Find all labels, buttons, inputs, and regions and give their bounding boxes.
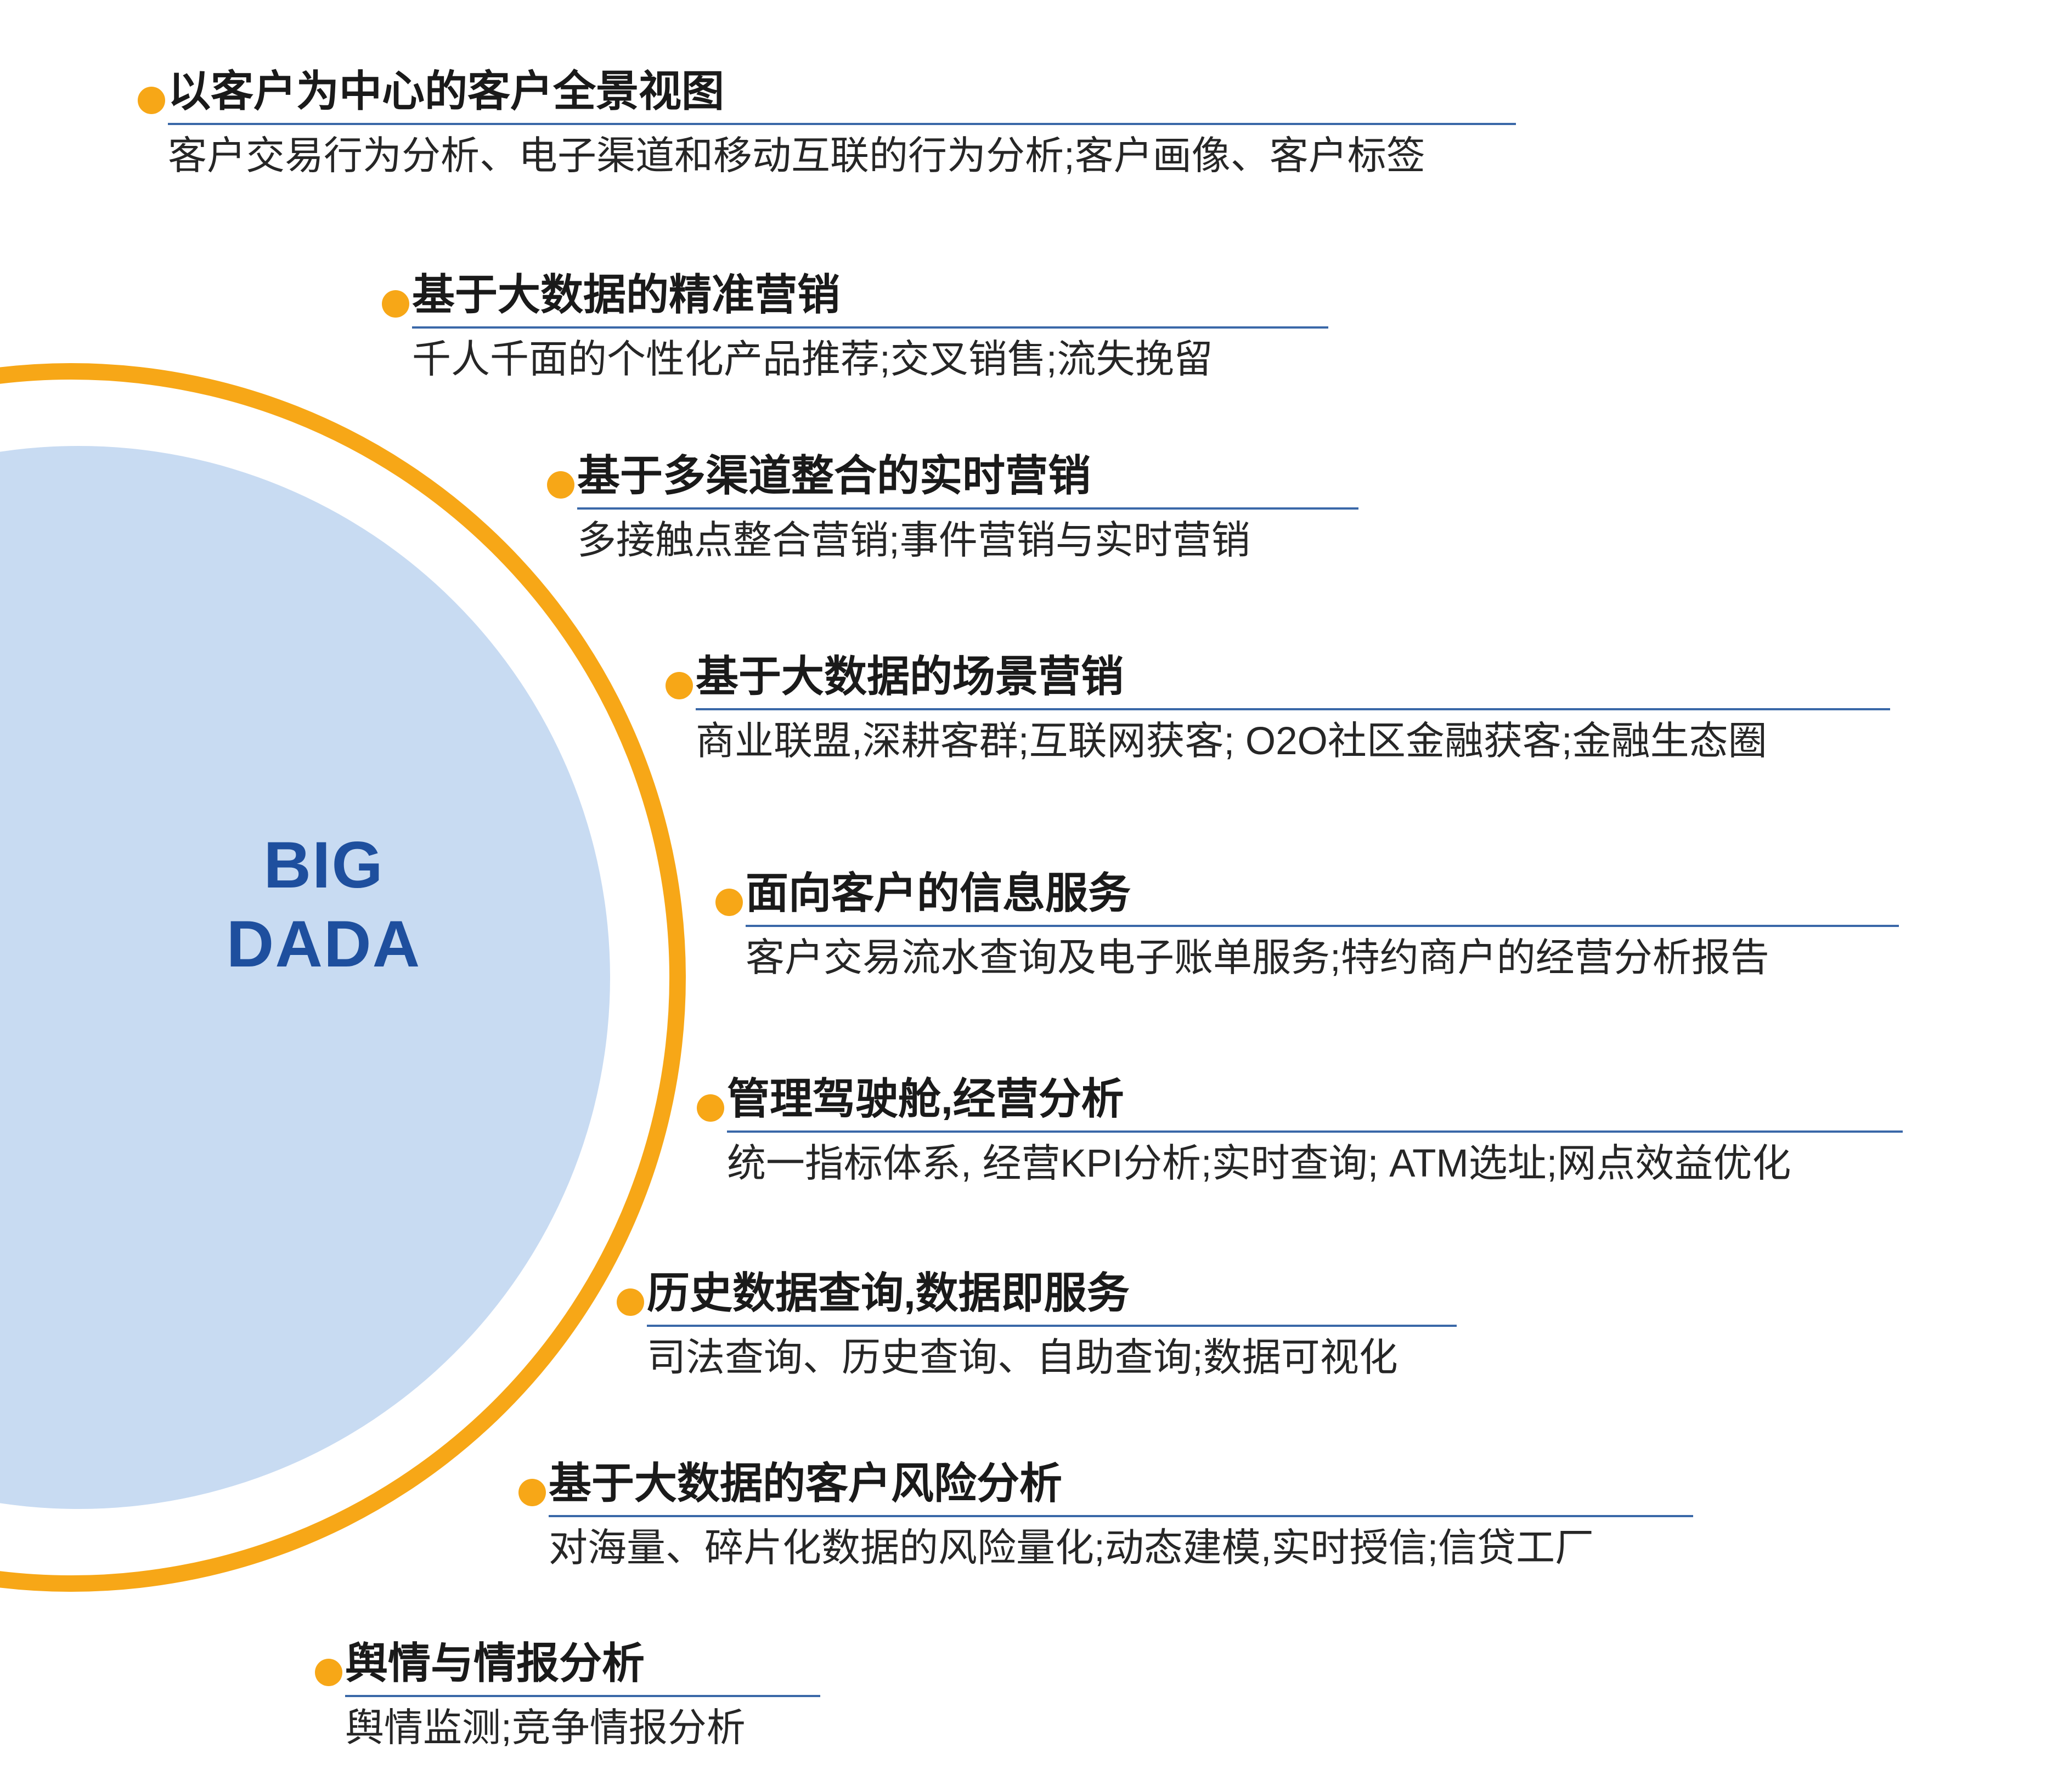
title-underline: 基于大数据的客户风险分析 bbox=[549, 1460, 1693, 1517]
bullet-icon bbox=[547, 471, 574, 499]
title-underline: 舆情与情报分析 bbox=[345, 1640, 820, 1697]
item-title: 以客户为中心的客户全景视图 bbox=[168, 67, 725, 115]
title-underline: 基于大数据的精准营销 bbox=[412, 270, 1328, 329]
list-item-management-cockpit: 管理驾驶舱,经营分析 统一指标体系, 经营KPI分析;实时查询; ATM选址;网… bbox=[697, 1075, 1903, 1186]
item-title: 基于大数据的客户风险分析 bbox=[549, 1459, 1063, 1507]
item-title: 历史数据查询,数据即服务 bbox=[647, 1269, 1130, 1317]
orange-ring-icon bbox=[0, 363, 686, 1592]
title-underline: 以客户为中心的客户全景视图 bbox=[168, 67, 1516, 125]
blue-circle-icon bbox=[0, 446, 610, 1509]
bullet-icon bbox=[715, 889, 743, 916]
item-title: 基于多渠道整合的实时营销 bbox=[577, 451, 1091, 500]
center-title-line1: BIG bbox=[263, 828, 384, 902]
item-title: 基于大数据的精准营销 bbox=[412, 270, 841, 319]
list-item-history-data-service: 历史数据查询,数据即服务 司法查询、历史查询、自助查询;数据可视化 bbox=[617, 1269, 1457, 1380]
title-underline: 基于大数据的场景营销 bbox=[696, 653, 1890, 710]
item-subtitle: 多接触点整合营销;事件营销与实时营销 bbox=[577, 518, 1250, 562]
item-subtitle: 司法查询、历史查询、自助查询;数据可视化 bbox=[647, 1336, 1398, 1380]
item-subtitle: 舆情监测;竞争情报分析 bbox=[345, 1706, 746, 1750]
bullet-icon bbox=[617, 1288, 644, 1316]
bullet-icon bbox=[315, 1659, 342, 1686]
item-subtitle: 客户交易行为分析、电子渠道和移动互联的行为分析;客户画像、客户标签 bbox=[168, 134, 1425, 178]
list-item-precision-marketing: 基于大数据的精准营销 千人千面的个性化产品推荐;交叉销售;流失挽留 bbox=[382, 270, 1328, 382]
item-subtitle: 千人千面的个性化产品推荐;交叉销售;流失挽留 bbox=[412, 337, 1213, 381]
list-item-customer-panorama: 以客户为中心的客户全景视图 客户交易行为分析、电子渠道和移动互联的行为分析;客户… bbox=[138, 67, 1516, 178]
bullet-icon bbox=[518, 1479, 546, 1506]
list-item-scene-marketing: 基于大数据的场景营销 商业联盟,深耕客群;互联网获客; O2O社区金融获客;金融… bbox=[666, 653, 1890, 764]
list-item-customer-info-service: 面向客户的信息服务 客户交易流水查询及电子账单服务;特约商户的经营分析报告 bbox=[715, 869, 1899, 980]
bullet-icon bbox=[138, 87, 165, 114]
bullet-icon bbox=[382, 290, 409, 318]
title-underline: 面向客户的信息服务 bbox=[746, 869, 1899, 927]
title-underline: 历史数据查询,数据即服务 bbox=[647, 1269, 1457, 1327]
title-underline: 基于多渠道整合的实时营销 bbox=[577, 451, 1358, 510]
bullet-icon bbox=[666, 672, 693, 699]
item-title: 面向客户的信息服务 bbox=[746, 869, 1131, 917]
bullet-icon bbox=[697, 1094, 724, 1122]
center-title-line2: DADA bbox=[226, 907, 421, 981]
item-title: 管理驾驶舱,经营分析 bbox=[727, 1075, 1124, 1123]
list-item-realtime-marketing: 基于多渠道整合的实时营销 多接触点整合营销;事件营销与实时营销 bbox=[547, 451, 1358, 563]
list-item-sentiment-analysis: 舆情与情报分析 舆情监测;竞争情报分析 bbox=[315, 1640, 820, 1750]
item-title: 舆情与情报分析 bbox=[345, 1639, 645, 1687]
title-underline: 管理驾驶舱,经营分析 bbox=[727, 1075, 1903, 1133]
item-subtitle: 客户交易流水查询及电子账单服务;特约商户的经营分析报告 bbox=[746, 936, 1769, 980]
list-item-customer-risk-analysis: 基于大数据的客户风险分析 对海量、碎片化数据的风险量化;动态建模,实时授信;信贷… bbox=[518, 1460, 1693, 1570]
item-subtitle: 商业联盟,深耕客群;互联网获客; O2O社区金融获客;金融生态圈 bbox=[696, 719, 1767, 763]
item-subtitle: 统一指标体系, 经营KPI分析;实时查询; ATM选址;网点效益优化 bbox=[727, 1141, 1791, 1185]
center-title: BIG DADA bbox=[159, 826, 488, 983]
item-subtitle: 对海量、碎片化数据的风险量化;动态建模,实时授信;信贷工厂 bbox=[549, 1526, 1594, 1570]
item-title: 基于大数据的场景营销 bbox=[696, 652, 1124, 700]
